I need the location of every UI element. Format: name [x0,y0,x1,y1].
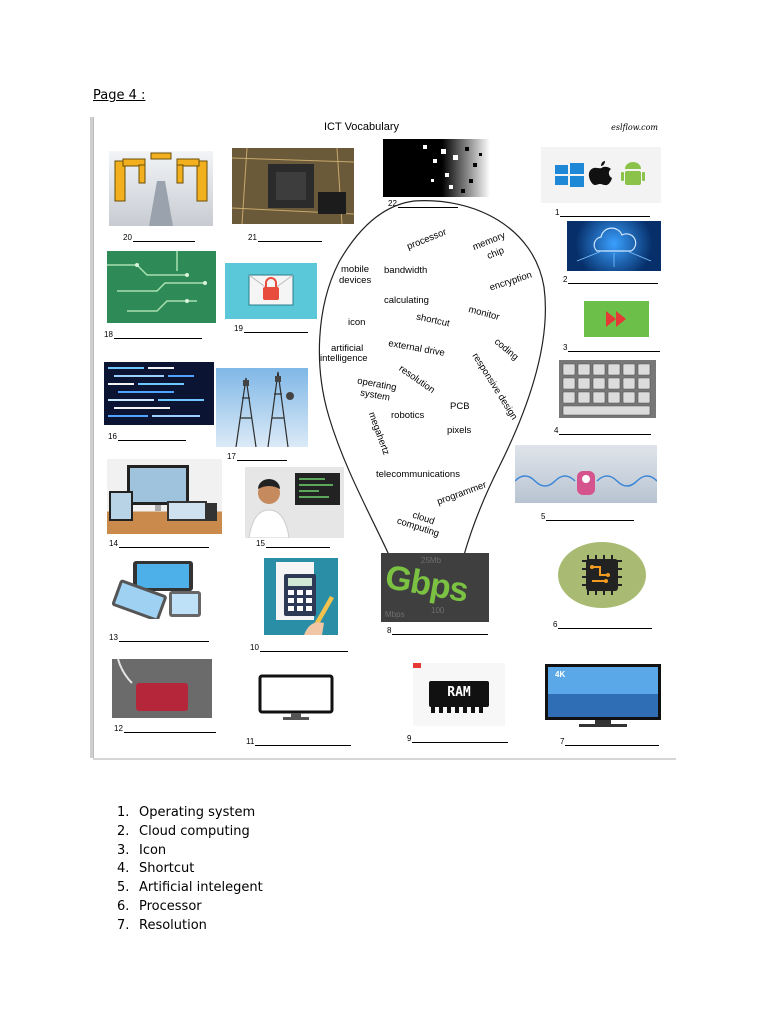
pixels-picture [383,139,490,197]
os-logos-icon [555,161,645,187]
worksheet-brand: eslflow.com [611,123,658,132]
label-21: 21 [248,233,322,242]
label-12: 12 [114,724,216,733]
robot-arm-icon [114,152,208,226]
monitor-icon [258,674,334,720]
word-artificial: artificial [331,343,364,354]
word-icon: icon [348,317,366,328]
tv-screen-icon [545,664,661,727]
cpu-chip-icon [232,148,354,224]
worksheet-title: ICT Vocabulary [324,121,400,133]
calculating-picture [264,558,338,635]
hard-drive-icon [112,659,212,718]
label-7: 7 [560,737,660,746]
label-2: 2 [563,275,659,284]
4k-text: 4K [555,670,566,679]
label-19: 19 [234,324,308,333]
answer-item: 3.Icon [117,842,167,858]
fast-forward-icon [606,311,626,327]
label-9: 9 [407,734,509,743]
word-pcb: PCB [450,401,470,412]
code-lines-icon [108,367,204,417]
label-6: 6 [553,620,653,629]
answer-item: 2.Cloud computing [117,823,250,839]
mobile-devices-picture [111,559,206,619]
devices-icon [109,465,217,521]
label-22: 22 [388,199,458,208]
label-15: 15 [256,539,330,548]
label-1: 1 [555,208,651,217]
microchip-icon [558,542,646,608]
monitor-picture [257,674,335,721]
label-10: 10 [250,643,348,652]
svg-text:100: 100 [431,606,445,615]
page-label: Page 4 : [93,88,146,103]
answer-item: 1.Operating system [117,805,256,820]
word-robotics: robotics [391,410,425,421]
calculator-icon [276,562,334,635]
pixels-icon [383,139,490,197]
label-8: 8 [387,626,489,635]
responsive-design-picture [107,459,222,534]
external-drive-picture [112,659,212,718]
word-telecommunications: telecommunications [376,469,460,480]
icons-keyboard-picture [559,360,656,418]
word-bandwidth: bandwidth [384,265,428,276]
operating-system-picture [541,147,661,203]
word-pixels: pixels [447,425,472,436]
label-18: 18 [104,330,202,339]
label-20: 20 [123,233,195,242]
answer-item: 7.Resolution [117,917,207,933]
coding-picture [104,362,214,425]
cloud-computing-picture [567,221,661,271]
answer-item: 4.Shortcut [117,861,195,877]
ram-icon [413,663,489,713]
pcb-picture [107,251,216,323]
answer-item: 6.Processor [117,898,202,914]
answer-list: 1.Operating system 2.Cloud computing 3.I… [117,804,263,936]
answer-item: 5.Artificial intelegent [117,880,263,896]
ict-vocabulary-worksheet: ICT Vocabulary eslflow.com processor mem… [93,117,676,758]
resolution-picture: 4K [539,660,667,734]
ram-picture: RAM [413,663,505,726]
label-16: 16 [108,432,186,441]
label-14: 14 [109,539,209,548]
sound-wave-icon [515,471,657,495]
telecommunications-picture [216,368,308,447]
word-calculating: calculating [384,295,429,306]
antenna-tower-icon [235,371,294,447]
programmer-picture [245,467,344,538]
person-computer-icon [248,473,340,538]
circuit-board-icon [107,251,207,312]
label-5: 5 [541,512,635,521]
encryption-picture [225,263,317,319]
ram-text: RAM [447,685,471,700]
robotics-picture [109,151,213,226]
label-3: 3 [563,343,661,352]
word-mobile: mobile [341,264,369,275]
word-intelligence: intelligence [320,353,368,364]
gbps-icon: 25Mb 100 Mbps [385,556,445,619]
label-4: 4 [554,426,652,435]
svg-text:25Mb: 25Mb [421,556,442,565]
artificial-intelligence-picture [515,445,657,503]
label-17: 17 [227,452,287,461]
fast-forward-picture [584,301,649,337]
lock-icon [248,274,294,306]
svg-text:Mbps: Mbps [385,610,405,619]
cloud-icon [576,227,652,267]
label-11: 11 [246,737,352,746]
processor-chip-picture [232,148,354,224]
keyboard-icon [562,363,651,416]
processor-picture [556,541,648,609]
label-13: 13 [109,633,209,642]
word-devices: devices [339,275,372,286]
tablet-icon [111,561,201,619]
